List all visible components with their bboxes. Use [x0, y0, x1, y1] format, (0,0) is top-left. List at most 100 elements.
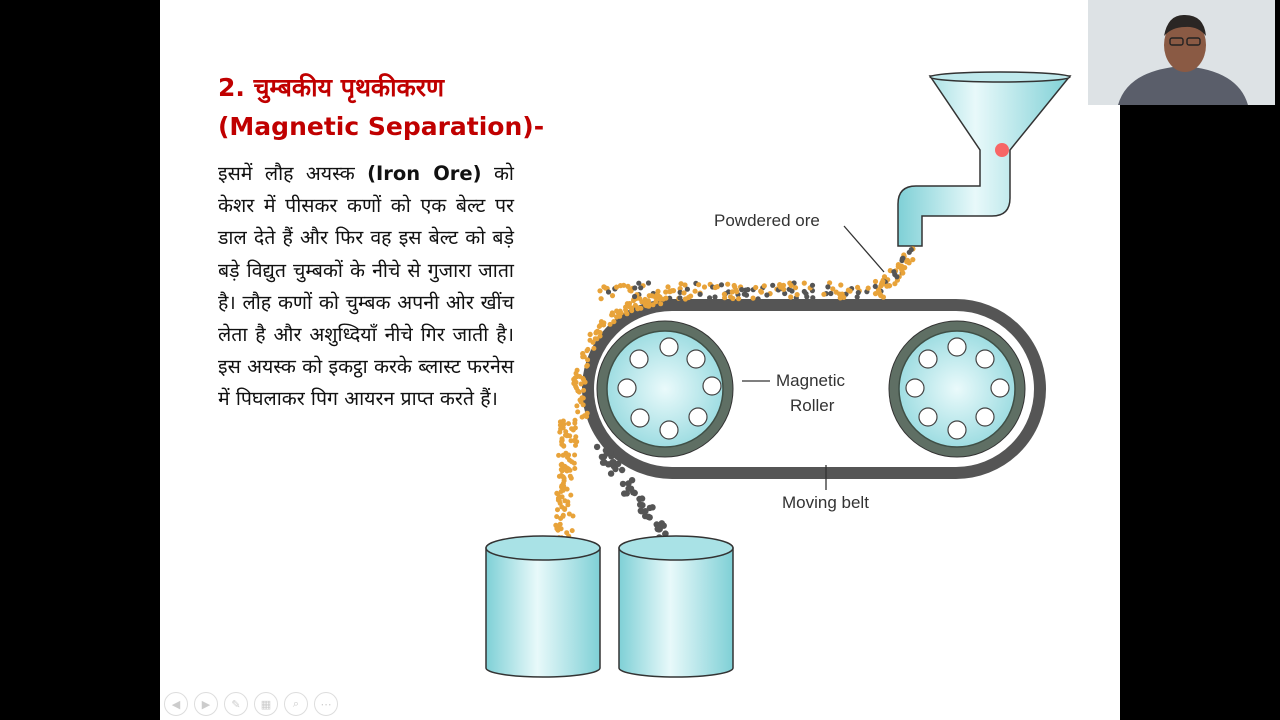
ore-particle [582, 379, 588, 385]
ore-particle [562, 498, 568, 504]
ore-particle [594, 329, 599, 335]
slides-icon[interactable]: ▦ [254, 692, 278, 716]
ore-particle [573, 379, 579, 385]
ore-particle [682, 282, 688, 288]
ore-particle [601, 320, 607, 326]
ore-particle [732, 284, 738, 290]
impurity-particle [638, 495, 646, 502]
ore-particle [780, 282, 787, 288]
funnel [897, 71, 1072, 247]
ore-particle [892, 281, 898, 287]
ore-particle [574, 367, 580, 373]
ore-particle [877, 291, 883, 297]
ore-particle [557, 419, 563, 425]
ore-particle [558, 426, 564, 432]
ore-particle [587, 332, 593, 338]
ore-particle [827, 280, 833, 286]
ore-particle [556, 498, 562, 504]
impurity-particle [658, 520, 665, 527]
ore-particle [570, 513, 576, 519]
ore-particle [855, 284, 861, 290]
presenter-face [1164, 18, 1206, 72]
ore-particle [567, 433, 573, 439]
impurity-particle [619, 480, 627, 488]
slideshow-toolbar: ◀ ▶ ✎ ▦ ⌕ ⋯ [164, 692, 338, 716]
ore-particle [581, 387, 587, 393]
ore-particle [559, 468, 565, 474]
ore-particle [627, 301, 633, 306]
ore-particle [663, 289, 669, 295]
impurity-particle [810, 295, 816, 301]
impurity-particle [654, 525, 661, 533]
ore-particle [788, 282, 794, 289]
ore-particle [559, 483, 565, 489]
impurity-particle [636, 280, 642, 286]
impurity-particle [667, 295, 673, 301]
ore-particle [777, 282, 783, 288]
impurity-particle [677, 289, 683, 295]
impurity-particle [739, 287, 745, 293]
ore-particle [557, 521, 563, 527]
impurity-particle [645, 280, 652, 286]
zoom-icon[interactable]: ⌕ [284, 692, 308, 716]
impurity-particle [649, 504, 656, 511]
ore-particle [625, 283, 631, 289]
ore-particle [607, 321, 613, 327]
impurity-particle [615, 460, 622, 467]
impurity-particle [755, 296, 761, 302]
impurity-particle [825, 284, 831, 290]
ore-particle [568, 438, 574, 444]
impurity-particle [745, 287, 751, 293]
ore-particle [658, 301, 664, 307]
ore-particle [559, 439, 565, 445]
ore-particle [572, 452, 578, 458]
ore-particle [879, 280, 885, 286]
ore-particle [688, 293, 694, 299]
ore-particle [906, 260, 912, 266]
impurity-particle [809, 282, 816, 288]
laser-pointer-dot [995, 143, 1009, 157]
ore-particle [781, 286, 787, 292]
next-icon[interactable]: ▶ [194, 692, 218, 716]
ore-particle [609, 310, 615, 316]
impurity-particle [828, 290, 834, 297]
ore-particle [564, 486, 570, 492]
ore-particle [839, 291, 845, 297]
ore-particle [678, 281, 684, 287]
ore-particle [753, 284, 759, 291]
pen-icon[interactable]: ✎ [224, 692, 248, 716]
ore-particle [761, 283, 767, 289]
ore-particle [677, 286, 683, 292]
ore-particle [712, 284, 719, 290]
ore-particle [758, 288, 764, 294]
ore-particle [568, 492, 574, 498]
ore-particle [571, 460, 577, 466]
ore-particle [627, 287, 633, 293]
ore-particle [565, 502, 571, 508]
ore-particle [792, 285, 799, 291]
ore-particle [614, 314, 620, 320]
slide-body-text: इसमें लौह अयस्क (Iron Ore) को केशर में प… [218, 158, 514, 416]
ore-particle [592, 336, 598, 342]
ore-particle [566, 421, 571, 427]
magnetic-roller-right [888, 320, 1026, 458]
ore-particle [591, 345, 597, 351]
impurity-particle [593, 443, 601, 451]
ore-particle [584, 363, 590, 369]
impurity-particle [607, 470, 615, 477]
ore-particle [682, 296, 689, 302]
ore-particle [701, 284, 708, 290]
more-icon[interactable]: ⋯ [314, 692, 338, 716]
magnetic-separation-diagram: Powdered ore Magnetic Roller Moving belt [485, 71, 1072, 678]
impurity-particle [697, 291, 703, 297]
label-powdered-ore: Powdered ore [714, 211, 820, 230]
impurity-particle [677, 295, 683, 301]
ore-particle [584, 414, 590, 420]
ore-particle [555, 507, 560, 513]
ore-particle [653, 299, 659, 305]
prev-icon[interactable]: ◀ [164, 692, 188, 716]
ore-particle [579, 395, 585, 401]
ore-particle [801, 280, 807, 286]
body-text-rest: को केशर में पीसकर कणों को एक बेल्ट पर डा… [218, 162, 514, 411]
impurity-container [618, 535, 734, 678]
